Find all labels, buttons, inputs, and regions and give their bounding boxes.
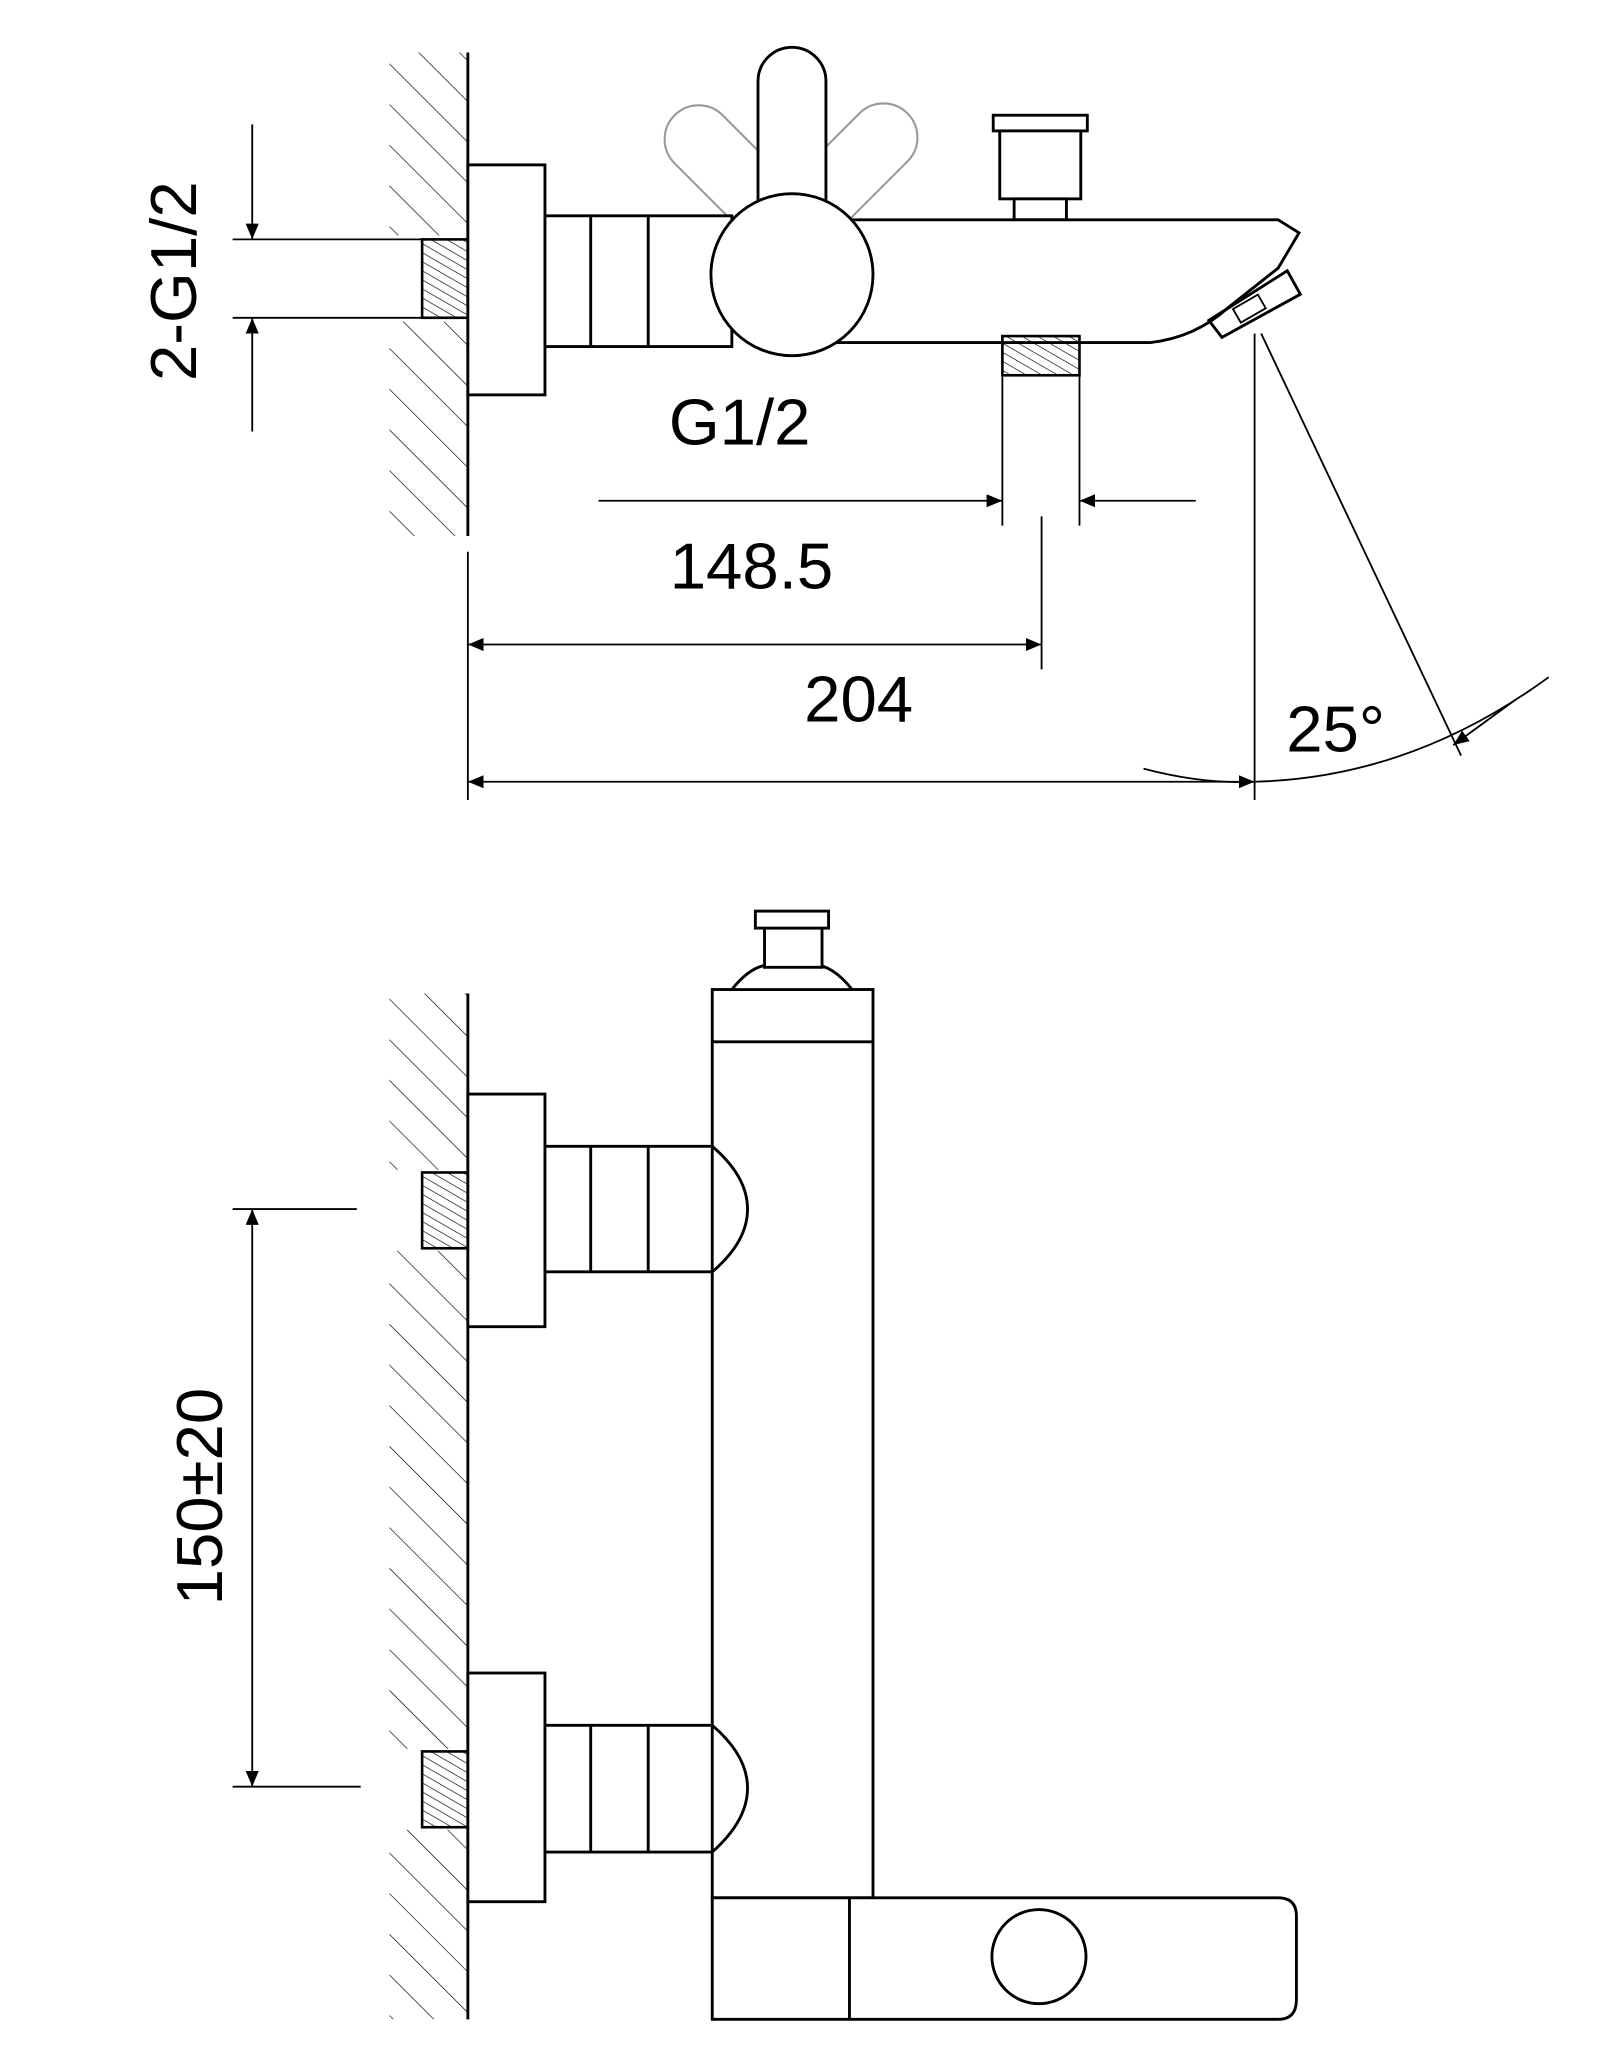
aerator bbox=[1206, 268, 1303, 340]
wall-hatch bbox=[389, 993, 468, 2020]
inlet-thread-lower bbox=[420, 1750, 470, 1829]
front-view: 150±20 bbox=[163, 909, 1298, 2021]
wall-flange-lower bbox=[466, 1671, 547, 1904]
outlet-thread-label: G1/2 bbox=[669, 386, 811, 459]
body-pipe bbox=[543, 214, 734, 348]
aerator-outlet bbox=[990, 1908, 1088, 2006]
mixer-body-circle bbox=[709, 192, 875, 358]
wall-flange-upper bbox=[466, 1092, 547, 1329]
inlet-pipe-upper bbox=[543, 1144, 749, 1274]
inlet-thread-upper bbox=[420, 1171, 470, 1250]
spout-angle-label: 25° bbox=[1286, 693, 1385, 766]
inlet-thread bbox=[420, 238, 470, 320]
dim-outlet-distance: 148.5 bbox=[670, 529, 833, 602]
side-view: 2-G1/2 G1/2 148.5 204 25° bbox=[137, 45, 1550, 801]
outlet-thread bbox=[1001, 334, 1081, 377]
spout-front bbox=[710, 1896, 1298, 2021]
inlet-spacing-label: 150±20 bbox=[163, 1388, 236, 1606]
dim-total-depth: 204 bbox=[804, 663, 913, 736]
inlet-thread-label: 2-G1/2 bbox=[137, 181, 210, 381]
diverter-knob bbox=[991, 113, 1089, 222]
wall-flange bbox=[466, 163, 547, 397]
diverter-knob bbox=[728, 909, 856, 991]
inlet-pipe-lower bbox=[543, 1723, 749, 1854]
spout bbox=[834, 218, 1301, 345]
